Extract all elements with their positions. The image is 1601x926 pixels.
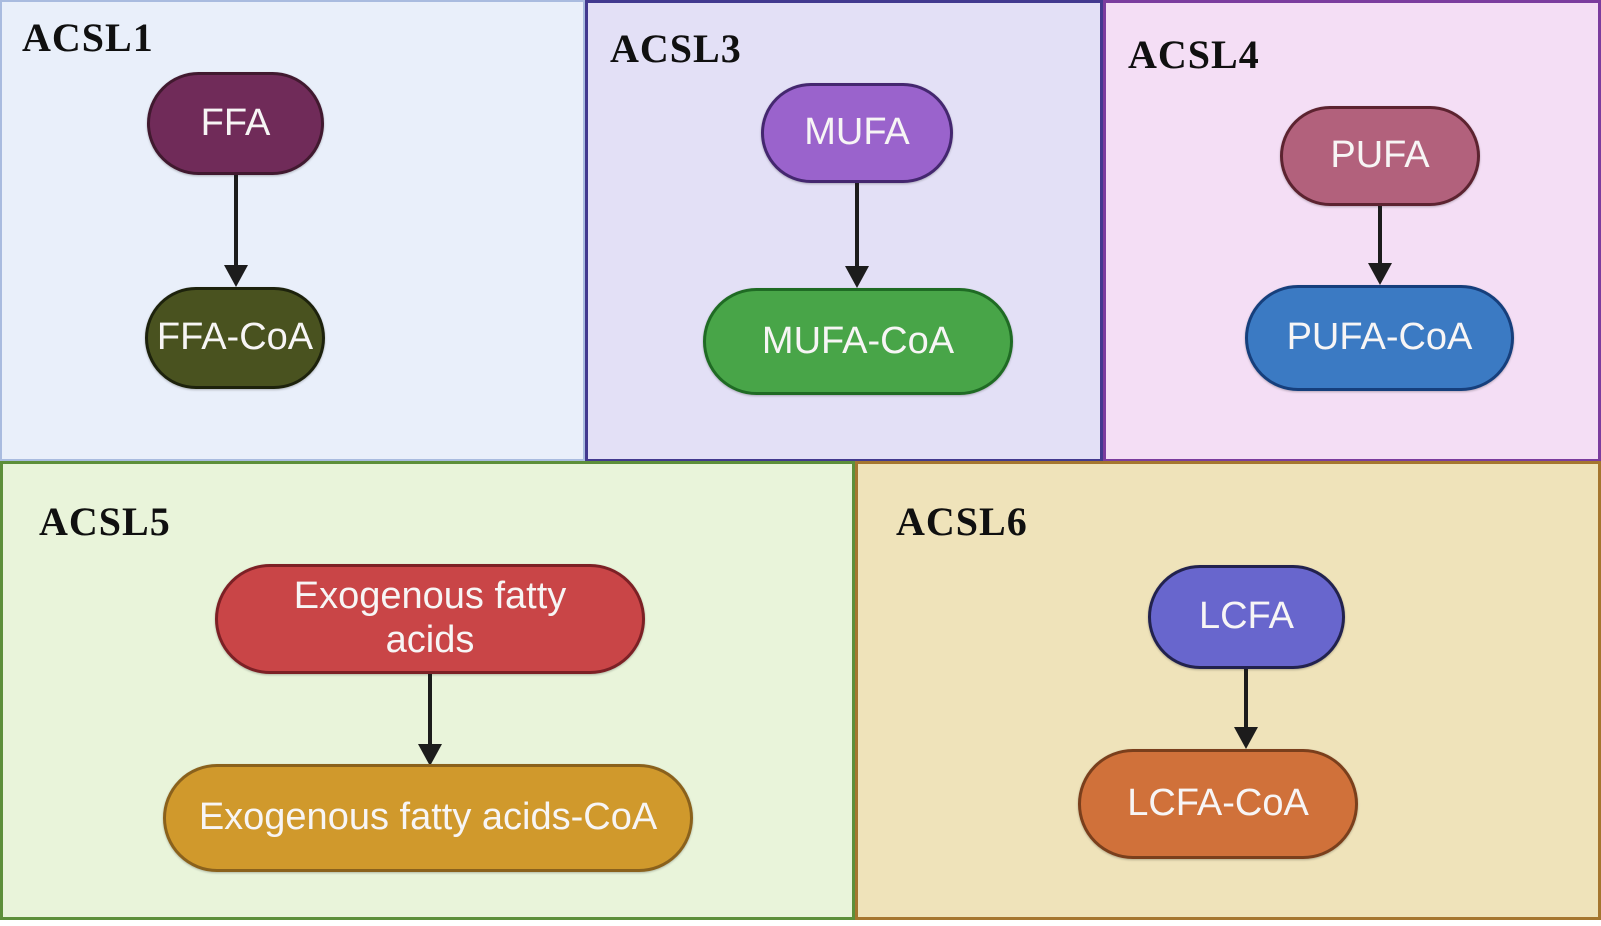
arrow-down-icon: [845, 183, 869, 288]
product-node-mufa-coa: MUFA-CoA: [703, 288, 1013, 395]
panel-title-acsl6: ACSL6: [896, 499, 1028, 544]
substrate-node-pufa: PUFA: [1280, 106, 1480, 206]
panel-acsl3: ACSL3 MUFA MUFA-CoA: [585, 0, 1103, 462]
panel-title-acsl4: ACSL4: [1128, 32, 1260, 77]
panel-acsl1: ACSL1 FFA FFA-CoA: [0, 0, 585, 461]
panel-acsl5: ACSL5 Exogenous fatty acids Exogenous fa…: [0, 461, 855, 920]
panel-title-acsl1: ACSL1: [22, 15, 154, 60]
arrow-down-icon: [224, 175, 248, 287]
substrate-node-lcfa: LCFA: [1148, 565, 1345, 669]
panel-acsl6: ACSL6 LCFA LCFA-CoA: [855, 461, 1601, 920]
substrate-node-exogenous-fatty-acids: Exogenous fatty acids: [215, 564, 645, 674]
panel-acsl4: ACSL4 PUFA PUFA-CoA: [1103, 0, 1601, 462]
product-node-exogenous-fatty-acids-coa: Exogenous fatty acids-CoA: [163, 764, 693, 872]
arrow-down-icon: [1368, 206, 1392, 285]
arrow-down-icon: [418, 674, 442, 766]
product-node-pufa-coa: PUFA-CoA: [1245, 285, 1514, 391]
arrow-down-icon: [1234, 669, 1258, 749]
product-node-lcfa-coa: LCFA-CoA: [1078, 749, 1358, 859]
substrate-node-ffa: FFA: [147, 72, 324, 175]
panel-title-acsl5: ACSL5: [39, 499, 171, 544]
substrate-node-mufa: MUFA: [761, 83, 953, 183]
panel-title-acsl3: ACSL3: [610, 26, 742, 71]
product-node-ffa-coa: FFA-CoA: [145, 287, 325, 389]
